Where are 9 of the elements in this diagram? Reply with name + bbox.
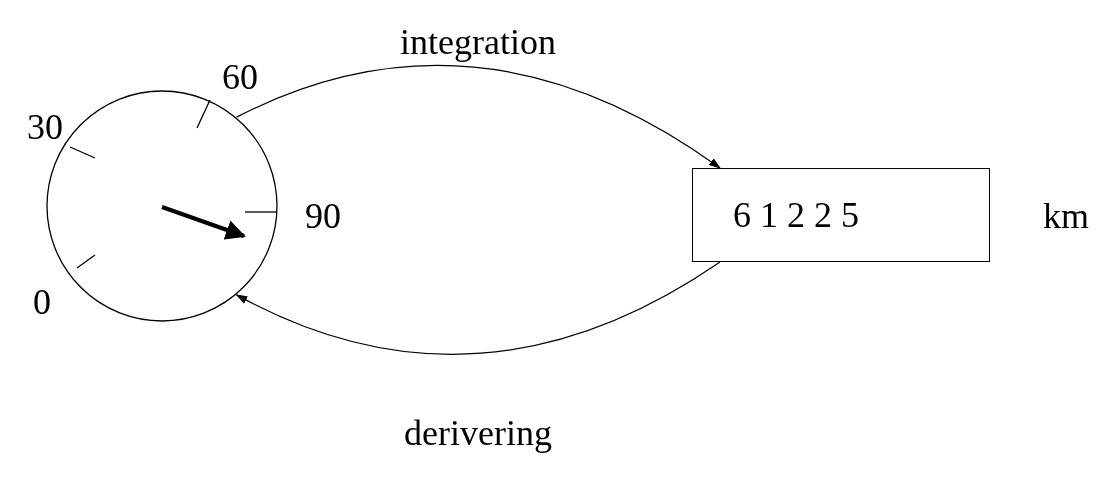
scale-number: 30 <box>27 109 63 145</box>
curved-arrow <box>235 261 721 355</box>
unit-label: km <box>1043 198 1089 234</box>
curved-arrow <box>235 64 721 169</box>
scale-number: 0 <box>33 284 51 320</box>
odometer-reading: 6 1 2 2 5 <box>733 197 859 233</box>
scale-number: 60 <box>222 59 258 95</box>
scale-number: 90 <box>305 198 341 234</box>
odometer-box <box>692 168 990 262</box>
